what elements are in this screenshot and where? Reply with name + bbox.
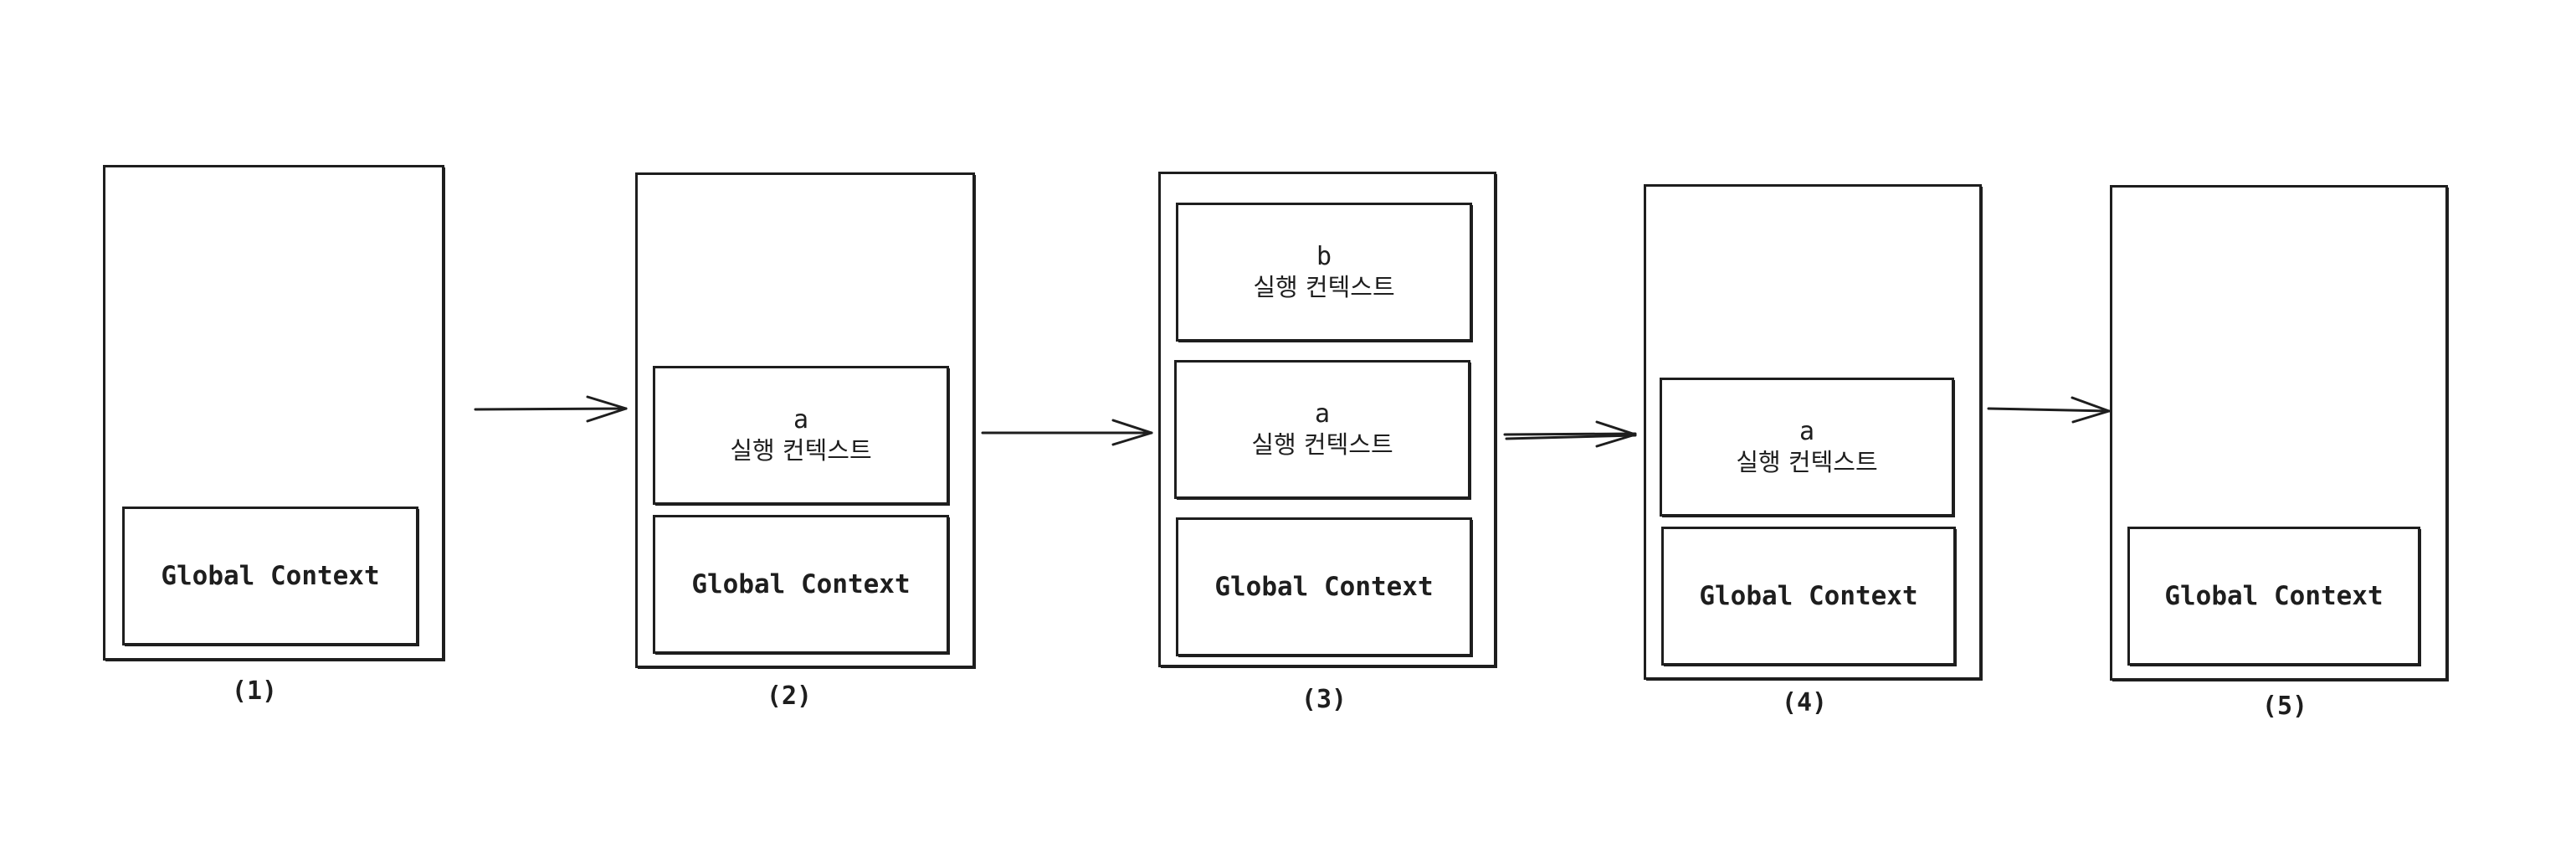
step-label-2: (2) (766, 681, 813, 711)
exec-context-name: a (793, 405, 809, 435)
exec-context-frame-a: a 실행 컨텍스트 (1174, 360, 1470, 499)
global-context-label: Global Context (1214, 572, 1434, 602)
global-context-frame: Global Context (653, 515, 949, 654)
call-stack-step-4: a 실행 컨텍스트 Global Context (1644, 184, 1982, 680)
call-stack-step-3: b 실행 컨텍스트 a 실행 컨텍스트 Global Context (1158, 172, 1496, 667)
global-context-frame: Global Context (122, 507, 418, 645)
global-context-label: Global Context (2164, 581, 2384, 611)
call-stack-step-2: a 실행 컨텍스트 Global Context (635, 172, 975, 668)
exec-context-subtitle: 실행 컨텍스트 (1736, 448, 1878, 476)
call-stack-step-5: Global Context (2110, 185, 2448, 681)
step-label-4: (4) (1781, 688, 1828, 717)
global-context-frame: Global Context (2127, 527, 2420, 666)
arrow-1-to-2 (474, 395, 628, 423)
global-context-label: Global Context (161, 561, 380, 591)
exec-context-frame-a: a 실행 컨텍스트 (1660, 378, 1954, 517)
exec-context-subtitle: 실행 컨텍스트 (1251, 430, 1393, 459)
exec-context-name: a (1314, 399, 1331, 429)
arrow-3-to-4 (1503, 420, 1637, 448)
arrow-4-to-5 (1987, 396, 2111, 424)
global-context-label: Global Context (1699, 581, 1918, 611)
exec-context-name: b (1316, 242, 1332, 271)
exec-context-frame-a: a 실행 컨텍스트 (653, 366, 949, 505)
call-stack-step-1: Global Context (103, 165, 444, 661)
global-context-label: Global Context (691, 569, 911, 599)
global-context-frame: Global Context (1176, 517, 1472, 656)
step-label-3: (3) (1301, 685, 1347, 714)
step-label-5: (5) (2261, 692, 2308, 721)
exec-context-subtitle: 실행 컨텍스트 (1253, 273, 1395, 301)
global-context-frame: Global Context (1661, 527, 1956, 666)
exec-context-name: a (1799, 417, 1815, 446)
exec-context-subtitle: 실행 컨텍스트 (730, 436, 872, 465)
arrow-2-to-3 (981, 419, 1153, 446)
exec-context-frame-b: b 실행 컨텍스트 (1176, 203, 1472, 342)
step-label-1: (1) (231, 676, 278, 706)
